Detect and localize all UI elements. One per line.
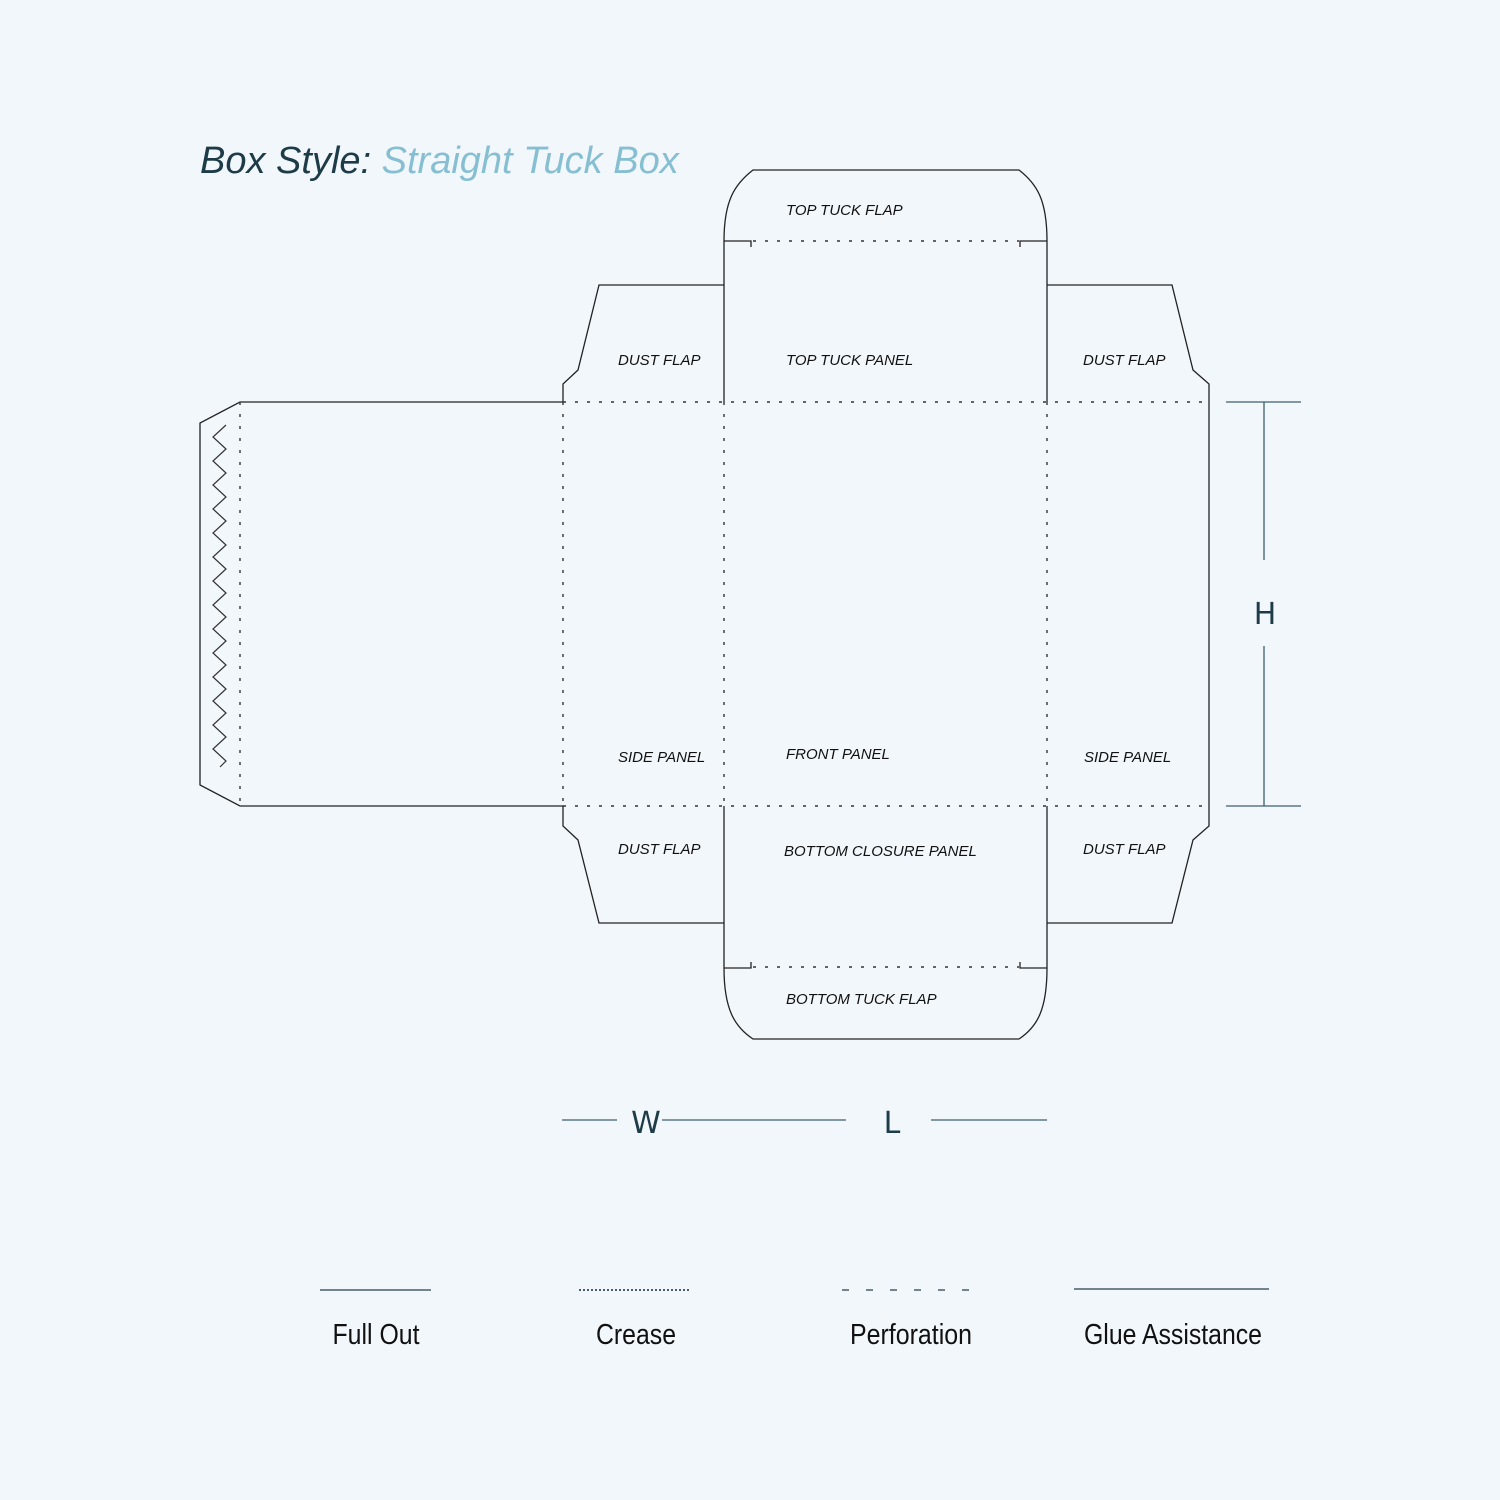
legend-perforation-label: Perforation: [850, 1319, 972, 1351]
height-dimension: H: [1226, 401, 1301, 807]
top-tuck-flap-label: TOP TUCK FLAP: [786, 202, 903, 219]
side-panel-right-label: SIDE PANEL: [1084, 749, 1171, 766]
side-panel-left-label: SIDE PANEL: [618, 749, 705, 766]
dust-flap-bottom-left-label: DUST FLAP: [618, 841, 701, 858]
outer-cut-line: [199, 169, 1210, 1040]
box-style-name: Straight Tuck Box: [381, 140, 679, 182]
bottom-closure-panel-label: BOTTOM CLOSURE PANEL: [784, 843, 977, 860]
height-dimension-label: H: [1254, 597, 1277, 632]
title-prefix: Box Style:: [200, 140, 382, 182]
dust-flap-top-right-label: DUST FLAP: [1083, 352, 1166, 369]
notch-ticks: [724, 240, 1047, 969]
dust-flap-top-left-label: DUST FLAP: [618, 352, 701, 369]
legend-full-out-label: Full Out: [333, 1319, 420, 1351]
page-title: Box Style: Straight Tuck Box: [200, 140, 679, 183]
dust-flap-bottom-right-label: DUST FLAP: [1083, 841, 1166, 858]
legend-glue-assistance-label: Glue Assistance: [1084, 1319, 1262, 1351]
glue-zigzag: [212, 424, 227, 768]
bottom-tuck-flap-label: BOTTOM TUCK FLAP: [786, 991, 937, 1008]
legend-crease-label: Crease: [596, 1319, 676, 1351]
length-dimension-label: L: [884, 1106, 901, 1141]
width-dimension-label: W: [631, 1106, 661, 1141]
legend: Full Out Crease Perforation Glue Assista…: [320, 1288, 1269, 1351]
crease-lines: [239, 240, 1209, 968]
width-length-dimension: W L: [562, 1106, 1047, 1141]
front-panel-label: FRONT PANEL: [786, 746, 890, 763]
top-tuck-panel-label: TOP TUCK PANEL: [786, 352, 913, 369]
